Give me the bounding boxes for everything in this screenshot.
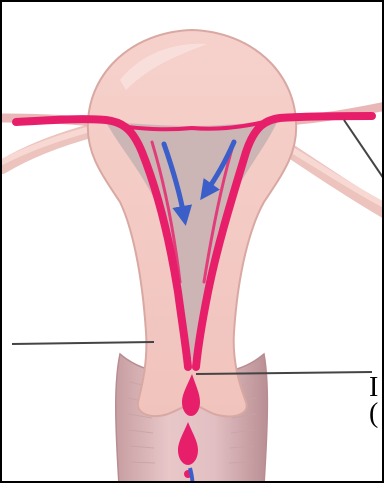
- top-right-leader-line: [344, 120, 384, 182]
- cervical-flow-streak: [190, 468, 192, 483]
- label-fragment-2: (: [369, 400, 378, 428]
- left-leader-line: [12, 342, 154, 344]
- uterine-cavity: [106, 120, 278, 360]
